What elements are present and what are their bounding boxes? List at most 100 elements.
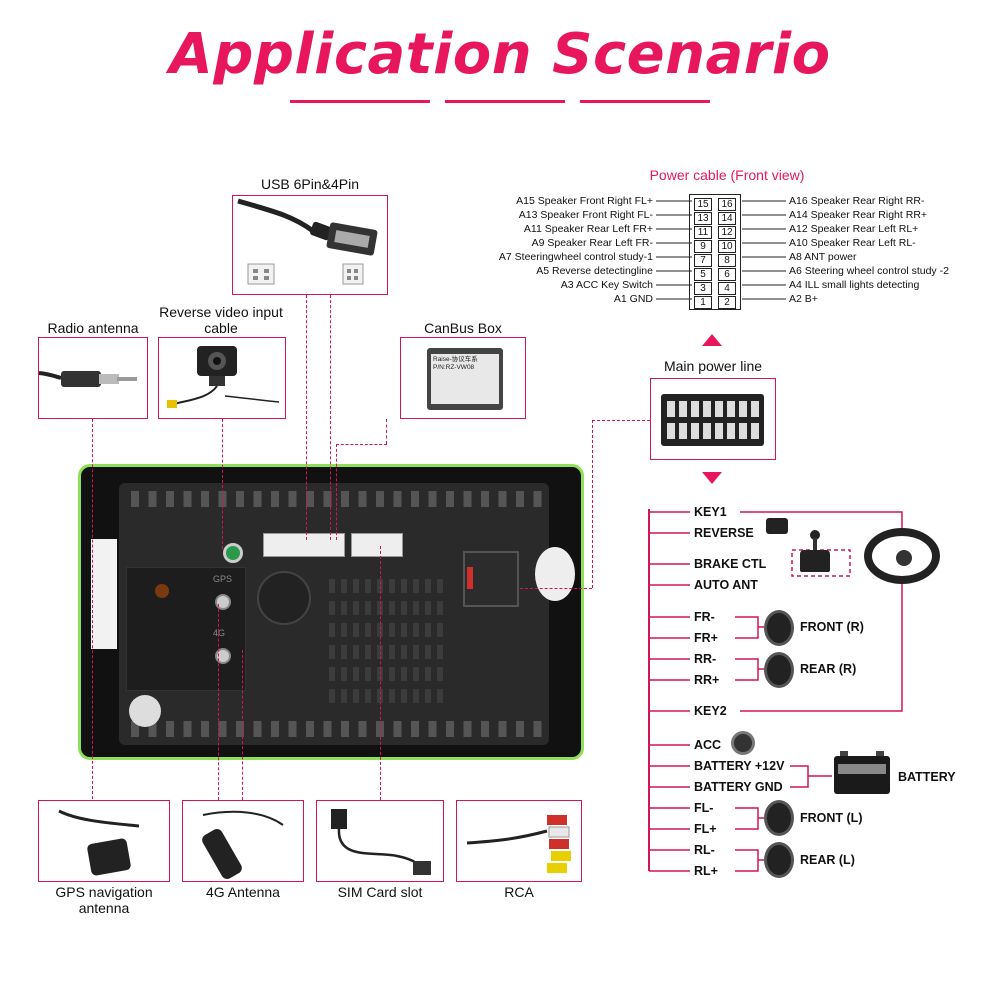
usb-cable-box — [232, 195, 388, 295]
heatsink-slot-bottom — [341, 721, 349, 737]
port-4g-label: 4G — [213, 628, 226, 638]
radio-antenna-label: Radio antenna — [47, 320, 139, 336]
heatsink-fin — [401, 667, 407, 681]
link-main-power-h — [520, 588, 592, 589]
link-canbus — [386, 419, 387, 444]
heatsink-slot-bottom — [481, 721, 489, 737]
connector-pin — [727, 401, 735, 417]
main-power-label: Main power line — [663, 358, 763, 374]
connector-pin — [679, 423, 687, 439]
signal-rl-plus: RL+ — [694, 864, 718, 878]
heatsink-fin — [401, 645, 407, 659]
link-gps — [218, 604, 219, 800]
sim-cable-icon — [331, 809, 431, 875]
heatsink-fin — [413, 623, 419, 637]
signal-fr-minus: FR- — [694, 610, 715, 624]
connector-pin — [691, 423, 699, 439]
heatsink-slot-bottom — [201, 721, 209, 737]
heatsink-slot-top — [358, 491, 367, 507]
heatsink-slot-top — [428, 491, 437, 507]
link-main-power-top — [592, 420, 650, 421]
port-4g-icon — [215, 648, 231, 664]
power-cable-left-labels: A15 Speaker Front Right FL+A13 Speaker F… — [470, 194, 653, 306]
connector-pin — [679, 401, 687, 417]
heatsink-slot-top — [183, 491, 192, 507]
pin-cell: 10 — [718, 240, 736, 253]
heatsink-slot-top — [288, 491, 297, 507]
heatsink-fin — [413, 689, 419, 703]
heatsink-fin — [389, 667, 395, 681]
sim-label: SIM Card slot — [337, 884, 423, 900]
heatsink-slot-top — [498, 491, 507, 507]
heatsink-slot-top — [323, 491, 332, 507]
connector-pin — [715, 423, 723, 439]
heatsink-slot-bottom — [393, 721, 402, 737]
speaker-front-l-icon — [764, 800, 794, 836]
connector-pin — [703, 423, 711, 439]
battery-label: BATTERY — [898, 770, 956, 784]
title-underline-left — [290, 100, 430, 103]
heatsink-fin — [365, 601, 371, 615]
head-unit-back: GPS 4G — [78, 464, 584, 760]
signal-reverse: REVERSE — [694, 526, 754, 540]
power-cable-right-labels: A16 Speaker Rear Right RR-A14 Speaker Re… — [789, 194, 989, 306]
heatsink-slot-top — [148, 491, 157, 507]
canbus-label: CanBus Box — [424, 320, 502, 336]
heatsink-fin — [413, 601, 419, 615]
heatsink-slot-top — [411, 491, 419, 507]
pin-label-right: A8 ANT power — [789, 251, 857, 263]
heatsink-fin — [389, 645, 395, 659]
link-usb-b — [330, 295, 331, 540]
speaker-front-r-icon — [764, 610, 794, 646]
ignition-key-icon — [731, 731, 755, 755]
heatsink-fin — [353, 667, 359, 681]
pin-label-right: A14 Speaker Rear Right RR+ — [789, 209, 928, 221]
rca-cable-icon — [466, 815, 571, 873]
speaker-rear-r-icon — [764, 652, 794, 688]
canbus-port-connector — [351, 533, 403, 557]
rca-box — [456, 800, 582, 882]
heatsink-fin — [341, 623, 347, 637]
heatsink-fin — [353, 601, 359, 615]
heatsink-slot-bottom — [411, 721, 419, 737]
heatsink-fin — [353, 623, 359, 637]
heatsink-fin — [437, 601, 443, 615]
heatsink-fin — [413, 645, 419, 659]
heatsink-slot-top — [166, 491, 174, 507]
main-power-box — [650, 378, 776, 460]
heatsink-fin — [365, 579, 371, 593]
link-4g — [242, 650, 243, 800]
connector-pin — [727, 423, 735, 439]
pin-cell: 13 — [694, 212, 712, 225]
pin-label-left: A7 Steeringwheel control study-1 — [498, 251, 653, 263]
heatsink-fin — [425, 601, 431, 615]
pin-label-left: A11 Speaker Rear Left FR+ — [523, 223, 653, 235]
power-cable-title: Power cable (Front view) — [649, 167, 805, 183]
heatsink-fin — [329, 689, 335, 703]
pin-label-right: A2 B+ — [789, 293, 818, 305]
rca-label: RCA — [504, 884, 534, 900]
connector-pin — [715, 401, 723, 417]
pin-cell: 12 — [718, 226, 736, 239]
signal-battery-gnd: BATTERY GND — [694, 780, 783, 794]
heatsink-slot-bottom — [271, 721, 279, 737]
battery-icon — [834, 751, 890, 794]
heatsink-fin — [365, 645, 371, 659]
signal-rl-minus: RL- — [694, 843, 715, 857]
connector-pin — [703, 401, 711, 417]
speaker-rear-l-icon — [764, 842, 794, 878]
heatsink-slot-bottom — [131, 721, 139, 737]
pin-cell: 2 — [718, 296, 736, 309]
signal-rr-minus: RR- — [694, 652, 717, 666]
heatsink-slot-top — [393, 491, 402, 507]
heatsink-slot-top — [236, 491, 244, 507]
link-radio-antenna — [92, 419, 93, 799]
usb-cable-icon — [237, 198, 378, 285]
antenna-4g-icon — [202, 810, 284, 879]
pin-label-left: A1 GND — [613, 293, 653, 305]
title-underline-right — [580, 100, 710, 103]
pin-cell: 3 — [694, 282, 712, 295]
speaker-front-l-label: FRONT (L) — [800, 811, 863, 825]
heatsink-fin — [389, 601, 395, 615]
